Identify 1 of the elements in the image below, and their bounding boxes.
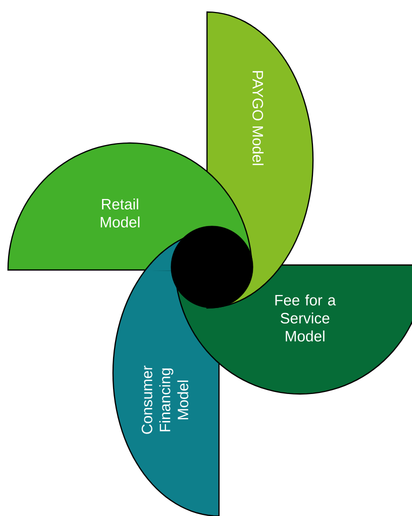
hub-circle [170, 226, 254, 308]
